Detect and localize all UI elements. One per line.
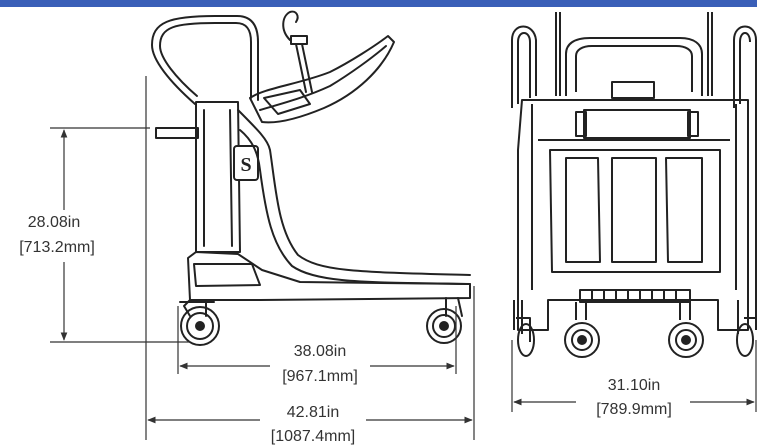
dimension-lines <box>50 76 757 440</box>
front-left-outer-wheel <box>517 323 535 357</box>
front-right-post <box>733 25 757 330</box>
front-body-frame <box>517 99 749 331</box>
side-front-wheel <box>180 306 220 346</box>
side-hook <box>282 10 299 41</box>
length-imperial: 42.81in <box>287 404 340 421</box>
height-metric: [713.2mm] <box>19 239 95 256</box>
front-mount-plate <box>583 109 691 139</box>
front-control-box <box>611 81 655 99</box>
front-grille <box>579 289 691 303</box>
side-push-bar <box>155 127 199 139</box>
front-wheels <box>517 322 754 358</box>
side-wheels <box>180 306 462 346</box>
length-metric: [1087.4mm] <box>271 428 355 445</box>
side-column <box>195 101 241 253</box>
side-strap <box>295 43 313 93</box>
front-right-strap <box>707 12 713 96</box>
front-left-strap <box>555 12 561 96</box>
front-right-outer-wheel <box>736 323 754 357</box>
side-view <box>151 10 471 317</box>
width-imperial: 31.10in <box>608 377 661 394</box>
side-rear-wheel <box>426 308 462 344</box>
side-seat-tray <box>249 35 395 124</box>
front-view <box>511 12 757 342</box>
height-imperial: 28.08in <box>28 214 81 231</box>
side-base-frame <box>187 251 471 301</box>
logo-letter: S <box>240 154 251 176</box>
front-left-wheel <box>564 322 600 358</box>
dimension-labels: 28.08in [713.2mm] 38.08in [967.1mm] 42.8… <box>19 154 672 445</box>
wheelbase-metric: [967.1mm] <box>282 368 358 385</box>
top-accent-bar <box>0 0 757 7</box>
wheelbase-imperial: 38.08in <box>294 343 347 360</box>
width-metric: [789.9mm] <box>596 401 672 418</box>
front-basket <box>549 149 721 273</box>
side-curved-leg <box>237 109 471 276</box>
front-left-post <box>511 25 537 108</box>
front-right-wheel <box>668 322 704 358</box>
front-seat-back <box>565 37 703 96</box>
side-handle <box>151 15 259 105</box>
